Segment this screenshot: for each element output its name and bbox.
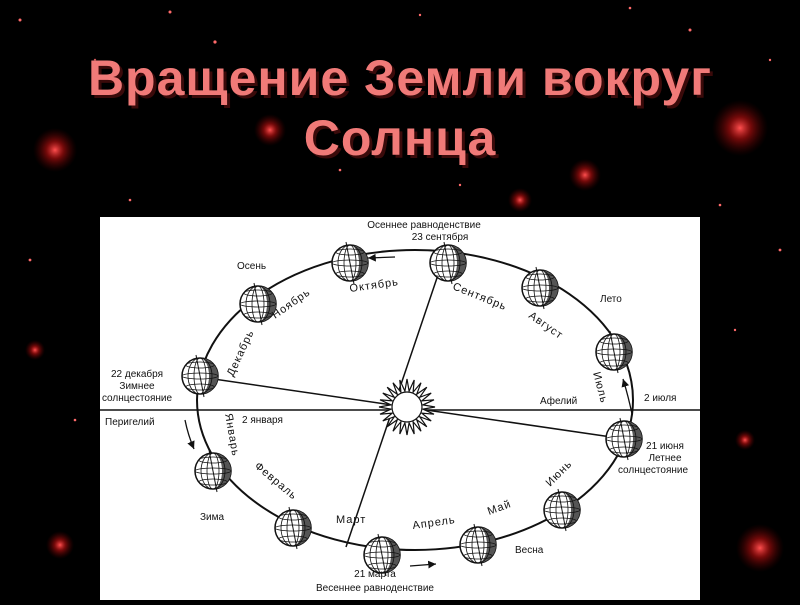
month-march: Март — [336, 514, 366, 526]
title-line-2: Солнца — [303, 110, 497, 166]
aphelion-date: 2 июля — [644, 393, 676, 404]
winter-solstice-line3: солнцестояние — [102, 393, 173, 404]
autumn-equinox-line2: 23 сентября — [412, 231, 469, 243]
orbit-ellipse — [196, 249, 634, 551]
earth-globe-icon — [605, 417, 643, 461]
month-april: Апрель — [412, 514, 457, 532]
earth-globe-icon — [521, 266, 559, 310]
perihelion-label: Перигелий — [105, 417, 155, 428]
orbit-diagram: Осень Лето Зима Весна Осеннее равноденст… — [100, 220, 700, 594]
month-february: Февраль — [252, 460, 299, 502]
earth-globe-icon — [194, 449, 232, 493]
summer-solstice-line2: Летнее — [648, 453, 681, 464]
earth-globe-icon — [459, 523, 497, 567]
month-may: Май — [486, 498, 513, 518]
aphelion-label: Афелий — [540, 395, 577, 407]
label-spring: Весна — [515, 545, 544, 556]
earth-globe-icon — [543, 488, 581, 532]
arrow-bottom — [409, 560, 437, 569]
arrow-left — [184, 419, 195, 450]
summer-solstice-line1: 21 июня — [646, 441, 684, 452]
autumn-equinox-line1: Осеннее равноденствие — [367, 220, 481, 231]
winter-solstice-line2: Зимнее — [119, 381, 155, 392]
label-autumn: Осень — [237, 261, 266, 272]
month-december: Декабрь — [225, 328, 257, 378]
title-line-1: Вращение Земли вокруг — [87, 50, 713, 106]
star-dots — [18, 6, 782, 422]
red-star-glow — [25, 100, 784, 572]
earth-globe-icon — [429, 241, 467, 285]
label-winter: Зима — [200, 512, 225, 523]
perihelion-date: 2 января — [242, 415, 283, 426]
month-january: Январь — [222, 412, 241, 457]
month-july: Июль — [590, 371, 610, 405]
label-summer: Лето — [600, 294, 622, 305]
earth-globe-icon — [181, 354, 219, 398]
earth-globe-icon — [363, 533, 401, 577]
earth-globes — [181, 241, 643, 577]
orbit-diagram-panel: Осень Лето Зима Весна Осеннее равноденст… — [100, 217, 700, 600]
earth-globe-icon — [331, 241, 369, 285]
earth-globe-icon — [274, 506, 312, 550]
arrow-right — [621, 378, 633, 415]
earth-globe-icon — [239, 282, 277, 326]
sun-icon — [378, 378, 436, 436]
month-june: Июнь — [544, 458, 575, 489]
winter-solstice-line1: 22 декабря — [111, 368, 163, 380]
month-september: Сентябрь — [451, 281, 509, 314]
spring-equinox-line1: 21 марта — [354, 569, 396, 580]
month-august: Август — [526, 310, 565, 342]
earth-globe-icon — [595, 330, 633, 374]
arrow-top — [367, 253, 396, 262]
spring-equinox-line2: Весеннее равноденствие — [316, 583, 434, 594]
page-title: Вращение Земли вокруг Солнца — [0, 48, 800, 168]
summer-solstice-line3: солнцестояние — [618, 465, 689, 476]
